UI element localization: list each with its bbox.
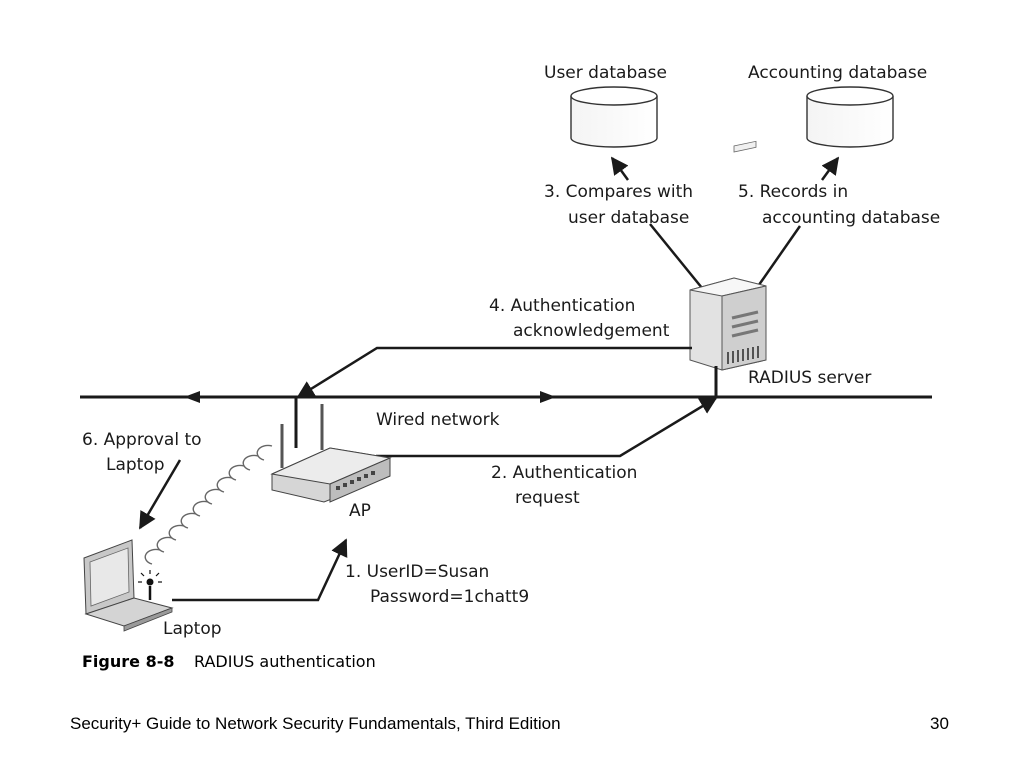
network-arrow-left [184,391,200,403]
wireless-signal-icon [144,444,273,565]
radius-server-label: RADIUS server [748,368,871,388]
ap-label: AP [349,501,371,521]
arrow-to-accounting-database [820,156,840,181]
step2-label-line1: 2. Authentication [491,463,637,483]
step5-label-line1: 5. Records in [738,182,848,202]
step3-label-line1: 3. Compares with [544,182,693,202]
figure-caption: RADIUS authentication [194,652,376,671]
step4-label-line1: 4. Authentication [489,296,635,316]
accounting-database-label: Accounting database [748,63,927,83]
user-database-label: User database [544,63,667,83]
wired-network-label: Wired network [376,410,500,430]
step3-label-line2: user database [568,208,689,228]
step5-label-line2: accounting database [762,208,940,228]
page-number: 30 [930,714,949,733]
step1-label-line2: Password=1chatt9 [370,587,529,607]
access-point-icon [270,404,392,503]
step2-arrow [376,396,718,458]
accounting-database-icon [806,86,894,148]
step6-label-line1: 6. Approval to [82,430,202,450]
laptop-label: Laptop [163,619,222,639]
server-to-step3-line [649,223,703,289]
user-database-icon [570,86,658,148]
server-to-step5-line [752,225,802,293]
radius-server-icon [689,140,767,371]
laptop-icon [83,539,174,632]
step6-arrow [138,459,182,530]
footer-title: Security+ Guide to Network Security Fund… [70,714,561,733]
step4-arrow [296,346,692,399]
step6-label-line2: Laptop [106,455,165,475]
step4-label-line2: acknowledgement [513,321,670,341]
wired-network-line [80,391,932,403]
figure-number: Figure 8-8 [82,652,174,671]
network-arrow-right [540,391,556,403]
arrow-to-user-database [610,156,630,181]
step2-label-line2: request [515,488,580,508]
step1-label-line1: 1. UserID=Susan [345,562,489,582]
step1-arrow [172,538,348,602]
